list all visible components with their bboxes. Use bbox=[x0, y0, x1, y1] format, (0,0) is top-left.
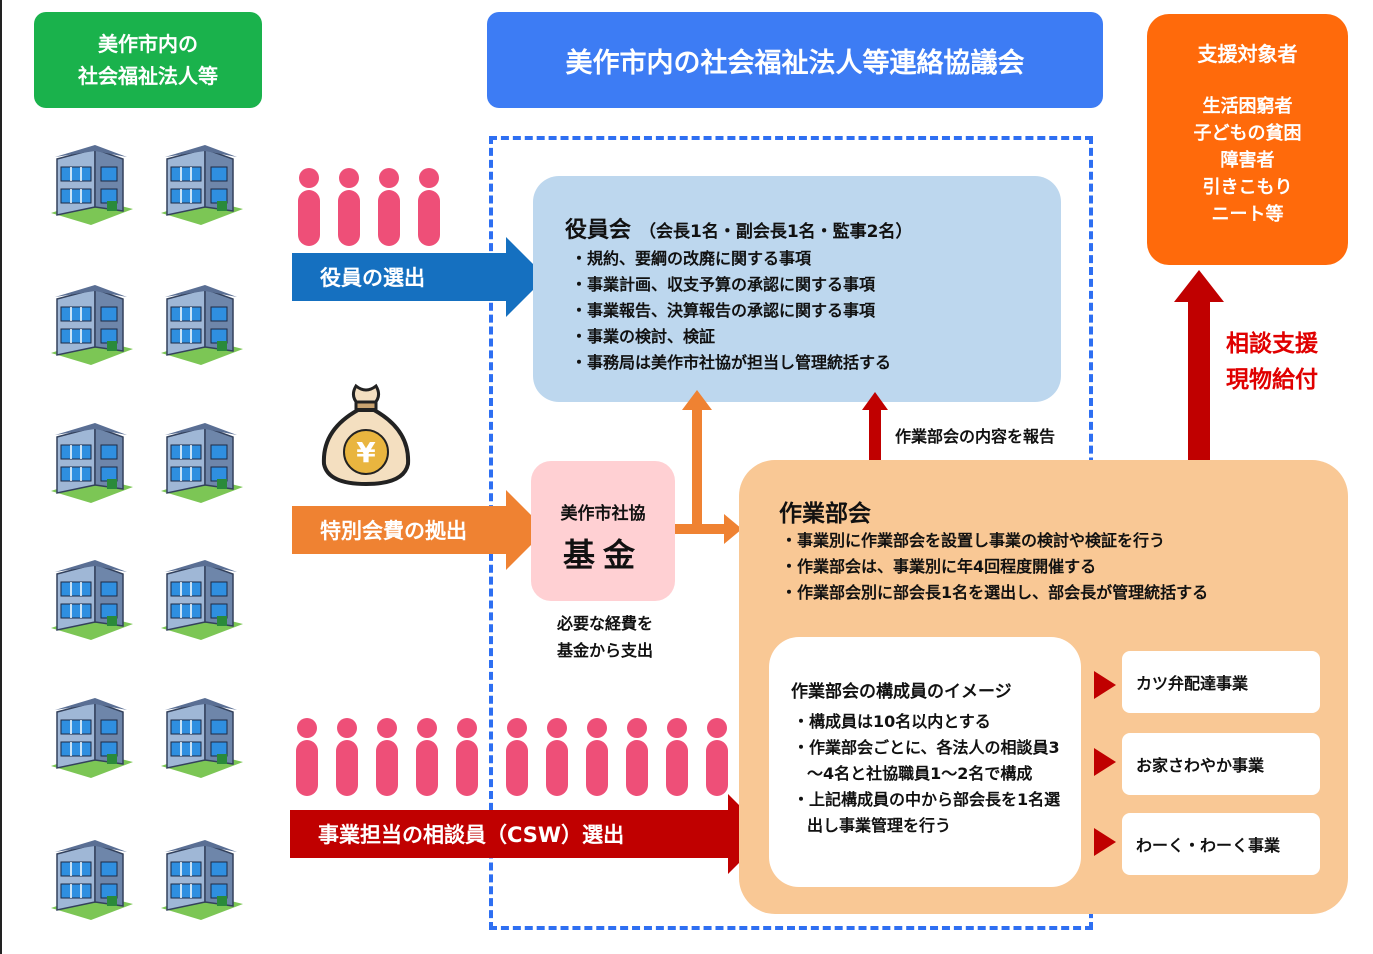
board-item: ・規約、要綱の改廃に関する事項 bbox=[571, 249, 812, 268]
project-box: わーく・わーく事業 bbox=[1122, 813, 1320, 875]
fund-connector-arrows bbox=[674, 390, 742, 544]
working-group-item: ・作業部会は、事業別に年4回程度開催する bbox=[781, 557, 1097, 576]
support-target-item: 引きこもり bbox=[1202, 177, 1293, 198]
member-image-item: ・上記構成員の中から部会長を1名選出し事業管理を行う bbox=[793, 790, 1061, 835]
building-icon bbox=[160, 423, 243, 503]
report-arrow bbox=[862, 392, 888, 462]
board-item: ・事業報告、決算報告の承認に関する事項 bbox=[571, 301, 876, 320]
working-group-items: ・事業別に作業部会を設置し事業の検討や検証を行う ・作業部会は、事業別に年4回程… bbox=[781, 528, 1208, 606]
support-target-item: 生活困窮者 bbox=[1202, 96, 1293, 117]
header-social-welfare-corps: 美作市内の 社会福祉法人等 bbox=[34, 12, 262, 108]
building-icon bbox=[50, 145, 133, 225]
fund-note: 必要な経費を 基金から支出 bbox=[530, 610, 680, 664]
support-target-item: 障害者 bbox=[1220, 150, 1275, 171]
money-bag-icon: ¥ bbox=[321, 383, 411, 487]
header-support-targets: 支援対象者 生活困窮者 子どもの貧困 障害者 引きこもり ニート等 bbox=[1147, 14, 1348, 265]
board-item: ・事務局は美作市社協が担当し管理統括する bbox=[571, 353, 892, 372]
csw-selection-label: 事業担当の相談員（CSW）選出 bbox=[290, 810, 728, 858]
working-group-box: 作業部会 ・事業別に作業部会を設置し事業の検討や検証を行う ・作業部会は、事業別… bbox=[739, 460, 1348, 914]
project-pointer-icon bbox=[1094, 671, 1116, 699]
building-icon bbox=[160, 560, 243, 640]
support-target-item: ニート等 bbox=[1211, 204, 1284, 225]
fund-title: 基金 bbox=[562, 536, 643, 574]
support-note-line1: 相談支援 bbox=[1226, 331, 1318, 357]
board-of-officers-box: 役員会 （会長1名・副会長1名・監事2名） ・規約、要綱の改廃に関する事項 ・事業… bbox=[533, 176, 1061, 402]
officer-selection-arrow: 役員の選出 bbox=[292, 237, 548, 317]
support-targets-list: 生活困窮者 子どもの貧困 障害者 引きこもり ニート等 bbox=[1147, 93, 1348, 228]
building-icon bbox=[160, 840, 243, 920]
fund-note-line1: 必要な経費を bbox=[556, 614, 653, 633]
support-note-line2: 現物給付 bbox=[1226, 367, 1318, 393]
special-fee-arrow: 特別会費の拠出 bbox=[292, 490, 548, 570]
working-group-item: ・作業部会別に部会長1名を選出し、部会長が管理統括する bbox=[781, 583, 1209, 602]
left-border-line bbox=[0, 0, 2, 954]
fund-note-line2: 基金から支出 bbox=[556, 641, 653, 660]
building-icon bbox=[160, 698, 243, 778]
header-left-line1: 美作市内の bbox=[98, 32, 198, 56]
board-items: ・規約、要綱の改廃に関する事項 ・事業計画、収支予算の承認に関する事項 ・事業報… bbox=[571, 246, 891, 376]
header-left-line2: 社会福祉法人等 bbox=[78, 64, 218, 88]
board-title-text: 役員会 bbox=[565, 218, 632, 243]
board-title: 役員会 （会長1名・副会長1名・監事2名） bbox=[565, 212, 913, 244]
svg-text:¥: ¥ bbox=[356, 436, 376, 469]
project-box: カツ弁配達事業 bbox=[1122, 651, 1320, 713]
board-subtitle: （会長1名・副会長1名・監事2名） bbox=[639, 222, 913, 242]
csw-people-icon bbox=[296, 718, 728, 796]
working-group-item: ・事業別に作業部会を設置し事業の検討や検証を行う bbox=[781, 531, 1166, 550]
header-council: 美作市内の社会福祉法人等連絡協議会 bbox=[487, 12, 1103, 108]
officer-selection-label: 役員の選出 bbox=[292, 253, 506, 301]
member-image-title: 作業部会の構成員のイメージ bbox=[791, 682, 1012, 702]
board-item: ・事業の検討、検証 bbox=[571, 327, 716, 346]
project-pointer-icon bbox=[1094, 748, 1116, 776]
fund-box: 美作市社協 基金 bbox=[531, 461, 675, 601]
board-item: ・事業計画、収支予算の承認に関する事項 bbox=[571, 275, 876, 294]
building-icon bbox=[50, 840, 133, 920]
officer-people-icon bbox=[298, 168, 440, 246]
project-box: お家さわやか事業 bbox=[1122, 733, 1320, 795]
building-icon bbox=[50, 285, 133, 365]
member-image-items: ・構成員は10名以内とする ・作業部会ごとに、各法人の相談員3～4名と社協職員1… bbox=[793, 709, 1063, 839]
member-image-item: ・構成員は10名以内とする bbox=[793, 712, 991, 731]
working-group-title: 作業部会 bbox=[779, 501, 871, 527]
support-arrow bbox=[1174, 270, 1224, 464]
support-targets-title: 支援対象者 bbox=[1197, 42, 1298, 66]
member-image-box: 作業部会の構成員のイメージ ・構成員は10名以内とする ・作業部会ごとに、各法人… bbox=[769, 637, 1081, 887]
building-icon bbox=[160, 145, 243, 225]
special-fee-label: 特別会費の拠出 bbox=[292, 506, 506, 554]
building-icon bbox=[50, 560, 133, 640]
support-note: 相談支援 現物給付 bbox=[1226, 326, 1318, 398]
project-pointer-icon bbox=[1094, 828, 1116, 856]
support-target-item: 子どもの貧困 bbox=[1193, 123, 1302, 144]
member-image-item: ・作業部会ごとに、各法人の相談員3～4名と社協職員1～2名で構成 bbox=[793, 738, 1060, 783]
report-note: 作業部会の内容を報告 bbox=[895, 427, 1056, 446]
fund-owner: 美作市社協 bbox=[560, 504, 646, 524]
csw-selection-arrow: 事業担当の相談員（CSW）選出 bbox=[290, 794, 770, 874]
building-icon bbox=[160, 285, 243, 365]
building-icon bbox=[50, 423, 133, 503]
building-icon bbox=[50, 698, 133, 778]
